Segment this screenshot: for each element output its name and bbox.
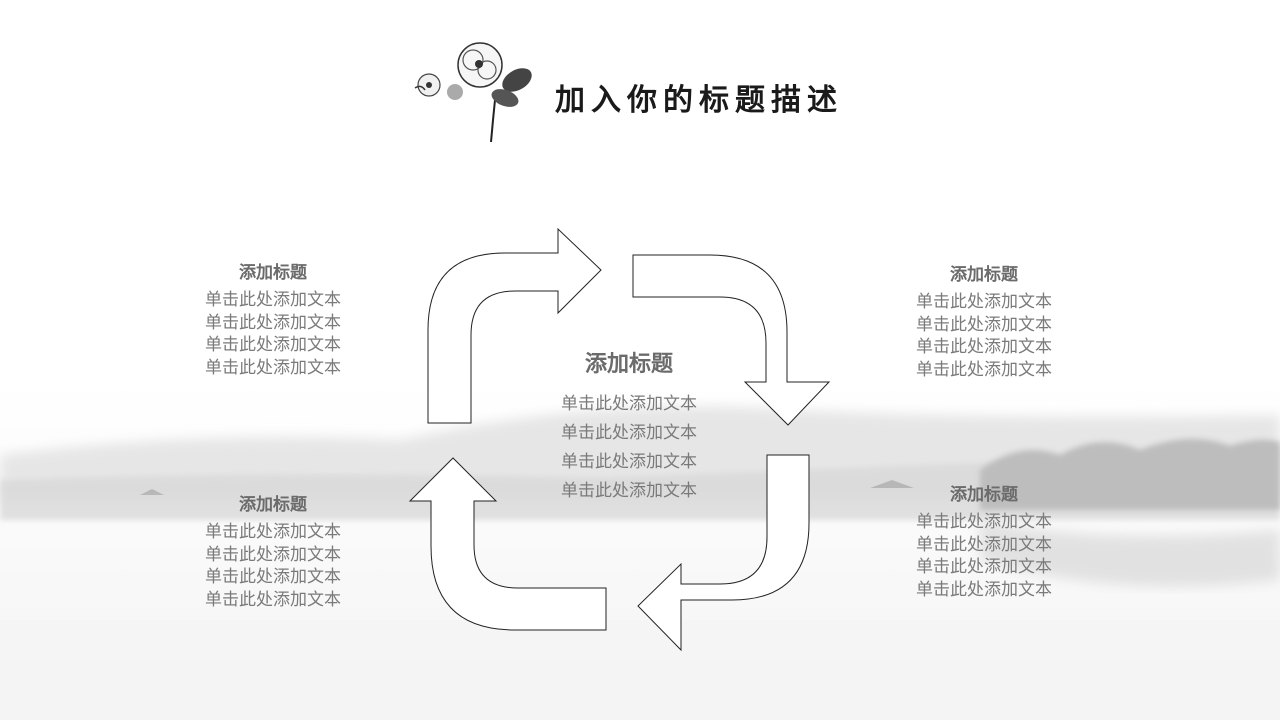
block-text-line[interactable]: 单击此处添加文本: [561, 452, 697, 472]
block-text-line[interactable]: 单击此处添加文本: [916, 359, 1052, 380]
block-text-line[interactable]: 单击此处添加文本: [205, 522, 341, 542]
block-text-line[interactable]: 单击此处添加文本: [916, 512, 1052, 532]
text-block-top-right: 添加标题 单击此处添加文本 单击此处添加文本 单击此处添加文本 单击此处添加文本: [901, 260, 1067, 381]
slide-title[interactable]: 加入你的标题描述: [555, 83, 843, 118]
block-text-line[interactable]: 单击此处添加文本: [916, 337, 1052, 357]
block-text-line[interactable]: 单击此处添加文本: [205, 290, 341, 310]
block-text-line[interactable]: 单击此处添加文本: [916, 557, 1052, 577]
arrow-bottom-left: [408, 457, 607, 631]
block-text-line[interactable]: 单击此处添加文本: [205, 589, 341, 610]
block-text-line[interactable]: 单击此处添加文本: [205, 357, 341, 378]
block-text-line[interactable]: 单击此处添加文本: [205, 567, 341, 587]
block-text-line[interactable]: 单击此处添加文本: [916, 534, 1052, 555]
block-text-line[interactable]: 单击此处添加文本: [205, 544, 341, 565]
text-block-center: 添加标题 单击此处添加文本 单击此处添加文本 单击此处添加文本 单击此处添加文本: [545, 346, 713, 506]
slide-header: 加入你的标题描述: [405, 30, 875, 150]
block-text-line[interactable]: 单击此处添加文本: [205, 312, 341, 333]
block-text-line[interactable]: 单击此处添加文本: [916, 292, 1052, 312]
block-heading[interactable]: 添加标题: [950, 485, 1018, 505]
text-block-bottom-right: 添加标题 单击此处添加文本 单击此处添加文本 单击此处添加文本 单击此处添加文本: [901, 480, 1067, 601]
block-text-line[interactable]: 单击此处添加文本: [561, 423, 697, 443]
block-text-line[interactable]: 单击此处添加文本: [916, 579, 1052, 600]
arrow-bottom-right: [637, 454, 810, 652]
block-text-line[interactable]: 单击此处添加文本: [561, 394, 697, 414]
text-block-top-left: 添加标题 单击此处添加文本 单击此处添加文本 单击此处添加文本 单击此处添加文本: [190, 258, 356, 379]
arrow-top-left: [427, 227, 602, 424]
text-block-bottom-left: 添加标题 单击此处添加文本 单击此处添加文本 单击此处添加文本 单击此处添加文本: [190, 490, 356, 611]
ink-flower-icon: [414, 42, 532, 143]
block-text-line[interactable]: 单击此处添加文本: [561, 481, 697, 501]
block-heading[interactable]: 添加标题: [950, 265, 1018, 285]
arrow-top-right: [632, 254, 831, 426]
block-text-line[interactable]: 单击此处添加文本: [205, 335, 341, 355]
block-heading[interactable]: 添加标题: [239, 495, 307, 515]
block-heading[interactable]: 添加标题: [584, 352, 673, 377]
block-text-line[interactable]: 单击此处添加文本: [916, 314, 1052, 335]
block-heading[interactable]: 添加标题: [239, 263, 307, 283]
